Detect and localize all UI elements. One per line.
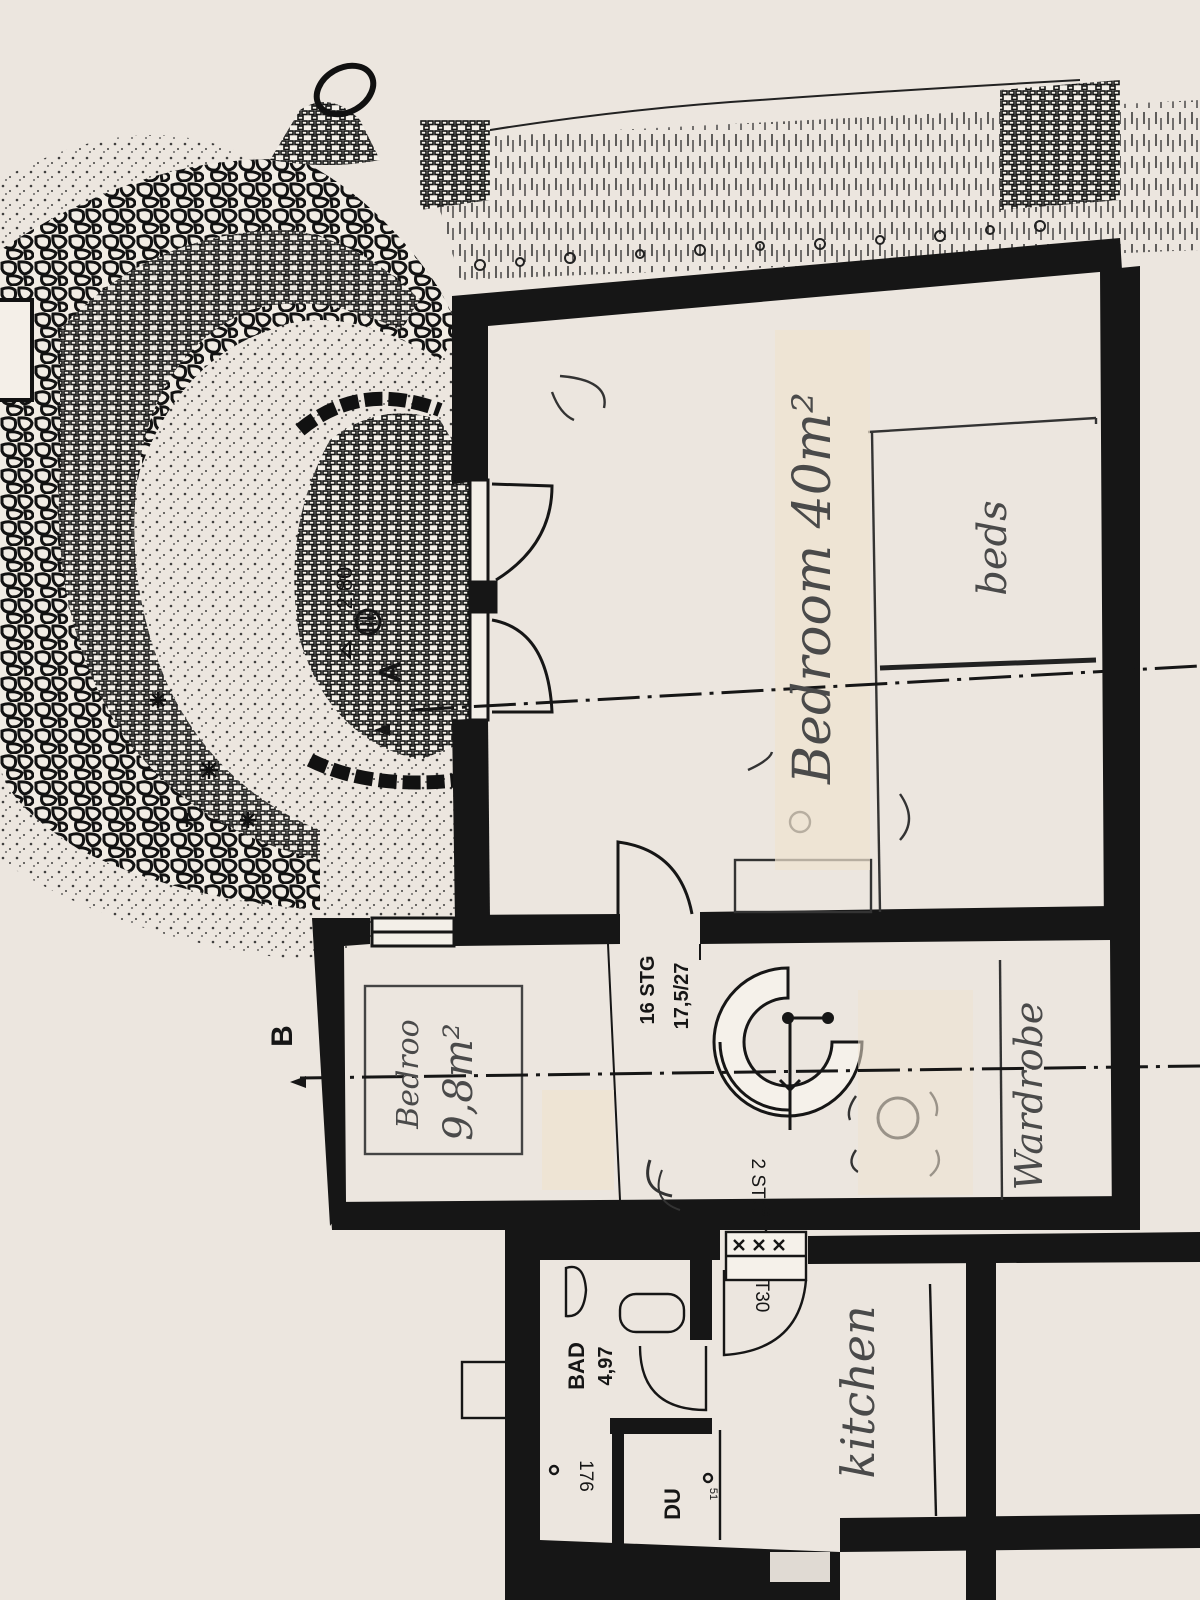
elevation-label: 2,80 bbox=[332, 567, 357, 610]
garden-terrace bbox=[0, 62, 470, 960]
label-bedroom-large: Bedroom 40m² bbox=[783, 392, 843, 785]
tape-label-strip bbox=[775, 330, 870, 870]
tape-bottom bbox=[770, 1552, 830, 1582]
stair-count: 16 STG bbox=[637, 956, 659, 1025]
corner-paving bbox=[1000, 80, 1120, 210]
label-wardrobe: Wardrobe bbox=[1007, 1002, 1051, 1191]
section-arrow-icon bbox=[290, 724, 390, 1088]
shrub-symbols bbox=[150, 692, 256, 828]
stair-ratio: 17,5/27 bbox=[671, 963, 693, 1030]
spiral-staircase bbox=[607, 943, 864, 1201]
fire-door-label: T30 bbox=[751, 1280, 772, 1313]
small-bed bbox=[363, 984, 524, 1156]
bath-name: BAD bbox=[564, 1342, 589, 1390]
small-staircase bbox=[722, 1207, 808, 1357]
elevation-symbol-icon bbox=[340, 608, 382, 661]
label-beds: beds bbox=[970, 500, 1016, 595]
bath-area: 4,97 bbox=[595, 1347, 617, 1386]
cobble-band bbox=[58, 230, 420, 860]
bath-fixtures bbox=[460, 1265, 938, 1540]
label-bedroom-small-area: 9,8m² bbox=[436, 1023, 482, 1141]
dimension-label: 176 bbox=[575, 1460, 596, 1492]
label-bedroom-small: Bedroo bbox=[391, 1019, 426, 1129]
dimension-label-small: 51 bbox=[707, 1488, 719, 1500]
section-marker-b: B bbox=[266, 1025, 299, 1047]
section-marker-a: A bbox=[374, 661, 407, 683]
tape-patch-small bbox=[542, 1090, 614, 1190]
walls bbox=[312, 238, 1200, 1600]
small-stair-count: 2 STG bbox=[747, 1159, 768, 1214]
entry-semicircle bbox=[294, 413, 470, 760]
lawn-strip bbox=[420, 79, 1200, 280]
stone-path-icon bbox=[270, 102, 380, 165]
entrance-doors bbox=[370, 478, 694, 948]
label-kitchen: kitchen bbox=[831, 1305, 885, 1478]
stepping-stone bbox=[313, 62, 377, 118]
section-line bbox=[299, 664, 1200, 1080]
shower-label: DU bbox=[660, 1488, 685, 1520]
tape-patch bbox=[858, 990, 973, 1195]
